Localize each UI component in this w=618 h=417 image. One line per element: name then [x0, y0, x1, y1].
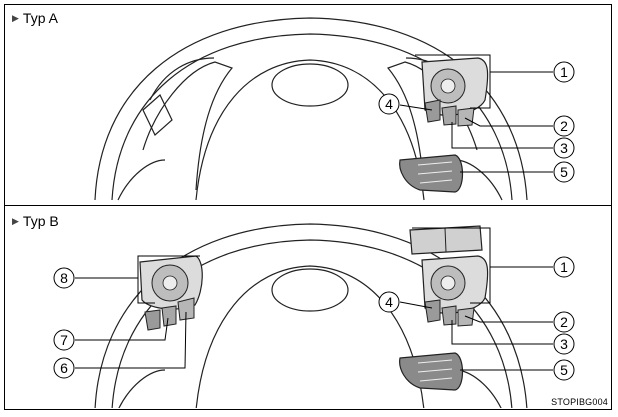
- panel-title-b: Typ B: [22, 213, 59, 229]
- right-switch-cluster-a: [399, 57, 489, 193]
- wheel-rim-inner: [111, 33, 513, 201]
- center-button: [440, 78, 456, 94]
- callout-circle-4: [378, 93, 400, 115]
- audio-center-button: [162, 275, 178, 291]
- wheel-a: [94, 17, 528, 201]
- cruise-lever: [399, 154, 464, 193]
- callout-circle-8: [53, 267, 75, 289]
- figure-frame: [4, 4, 612, 410]
- voice-button-b: [424, 299, 441, 323]
- panel-title-a: Typ A: [22, 10, 58, 26]
- lever-markings-b: [417, 359, 453, 382]
- left-lower-spoke-b: [118, 369, 166, 408]
- wheel-rim-inner-b: [111, 239, 513, 408]
- bracket-8: [137, 255, 200, 304]
- callout-1b: 1: [560, 259, 568, 275]
- voice-button: [424, 99, 441, 123]
- callouts-b: 1 2 3 4 5 8 7 6: [53, 256, 575, 381]
- callout-5: 5: [560, 164, 568, 180]
- leader-6: [75, 311, 187, 369]
- distance-button: [457, 107, 475, 127]
- triangle-bullet-icon: ▶: [12, 12, 19, 23]
- hub-outline: [195, 59, 425, 201]
- callout-5b: 5: [560, 362, 568, 378]
- phone-button-b: [441, 305, 457, 326]
- back-button: [144, 309, 161, 331]
- panel-label-a: ▶ Typ A: [12, 10, 58, 26]
- lever-markings: [417, 161, 453, 184]
- leader-7: [75, 317, 169, 341]
- callout-8: 8: [60, 270, 68, 286]
- callouts-a: 1 2 3 4 5: [378, 61, 575, 183]
- right-switch-cluster-b: [399, 225, 489, 391]
- volume-button: [177, 297, 195, 321]
- horn-pad: [271, 63, 349, 107]
- leader-3b: [451, 320, 553, 345]
- triangle-bullet-icon: ▶: [12, 215, 19, 226]
- left-switch-cluster-b: [139, 255, 203, 331]
- callout-circle-2: [553, 115, 575, 137]
- panel-divider: [4, 205, 612, 206]
- leader-2b: [464, 315, 553, 323]
- left-lower-spoke: [117, 159, 166, 201]
- wheel-rim-outer-b: [94, 223, 528, 408]
- mode-button: [161, 305, 177, 327]
- callout-lines-b: [75, 227, 553, 371]
- horn-pad-b: [271, 268, 349, 312]
- leader-2: [464, 117, 553, 127]
- callout-circle-1: [553, 61, 575, 83]
- callout-4b: 4: [385, 294, 393, 310]
- callout-circle-6: [53, 357, 75, 379]
- callout-2b: 2: [560, 314, 568, 330]
- callout-lines-a: [399, 54, 553, 173]
- panel-label-b: ▶ Typ B: [12, 213, 59, 229]
- callout-circle-1b: [553, 256, 575, 278]
- bracket-1: [415, 54, 491, 109]
- callout-circle-3b: [553, 333, 575, 355]
- callout-circle-4b: [378, 291, 400, 313]
- callout-circle-5: [553, 161, 575, 183]
- callout-circle-7: [53, 329, 75, 351]
- wheel-rim-outer: [94, 17, 528, 201]
- display-buttons-split: [444, 227, 447, 253]
- phone-button: [441, 105, 457, 126]
- callout-3: 3: [560, 140, 568, 156]
- left-spoke: [142, 61, 234, 191]
- callout-1: 1: [560, 64, 568, 80]
- callout-circle-5b: [553, 359, 575, 381]
- hub-outline-b: [195, 265, 425, 408]
- callout-2: 2: [560, 118, 568, 134]
- left-spoke-detail: [142, 94, 173, 136]
- leader-4: [399, 104, 433, 111]
- callout-7: 7: [60, 332, 68, 348]
- left-spoke-upper: [149, 57, 215, 101]
- cruise-lever-b: [399, 352, 464, 391]
- distance-button-b: [457, 307, 475, 327]
- leader-4b: [399, 301, 433, 309]
- callout-4: 4: [385, 96, 393, 112]
- callout-circle-3: [553, 137, 575, 159]
- callout-3b: 3: [560, 336, 568, 352]
- callout-6: 6: [60, 360, 68, 376]
- leader-3: [451, 122, 553, 149]
- image-code: STOPIBG004: [551, 397, 608, 407]
- bracket-1b: [412, 227, 491, 304]
- center-button-b: [440, 275, 456, 291]
- callout-circle-2b: [553, 311, 575, 333]
